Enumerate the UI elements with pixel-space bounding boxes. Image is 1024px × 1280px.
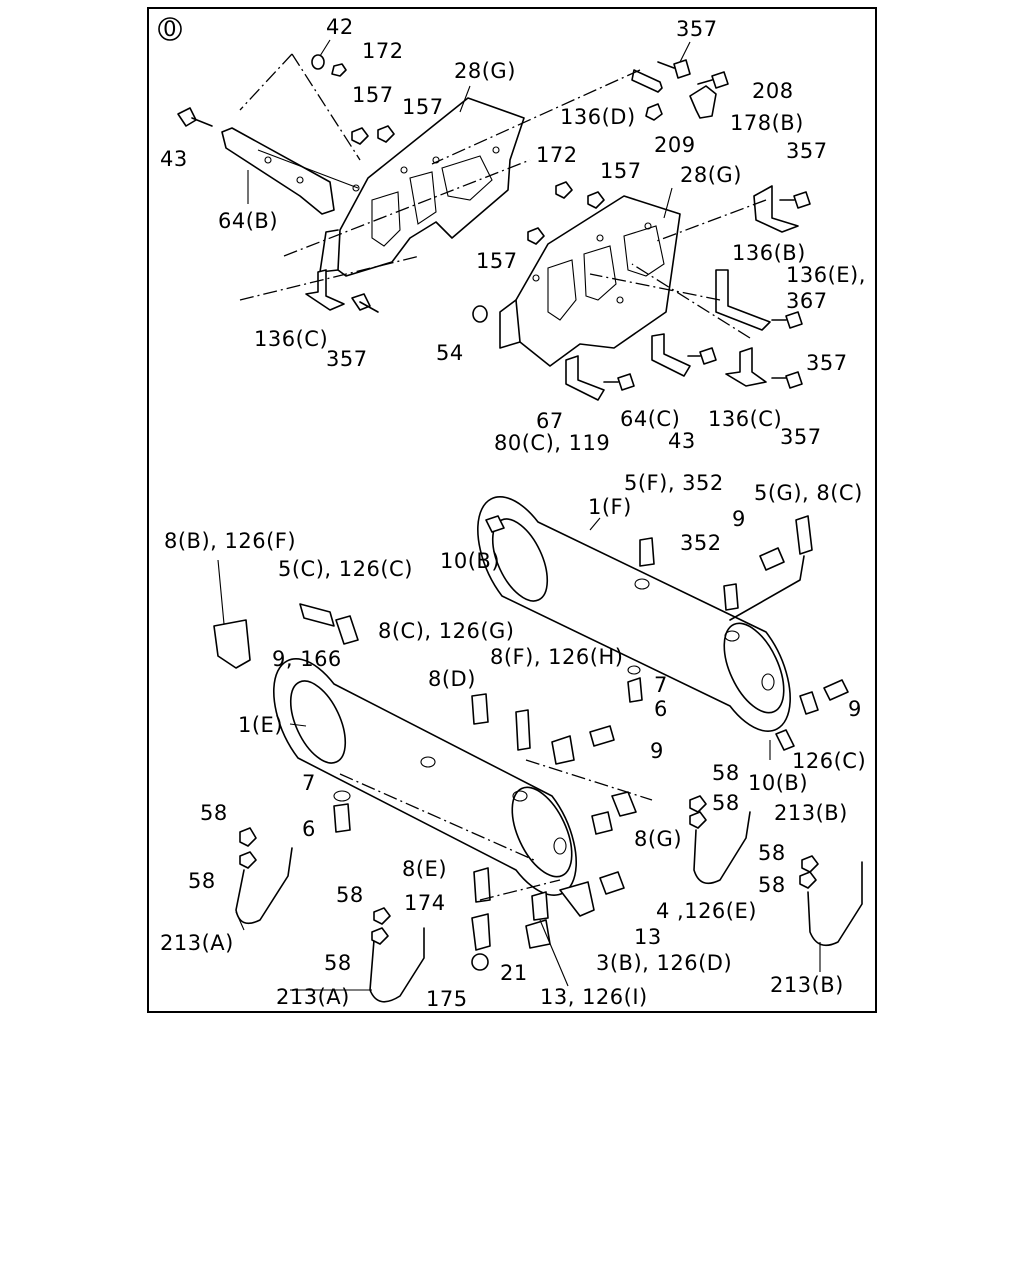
label-175: 175 (426, 987, 468, 1011)
label-54: 54 (436, 341, 464, 365)
fittings-tank-1e (213, 603, 643, 971)
bracket-plate-left (319, 97, 525, 277)
label-178b: 178(B) (730, 111, 804, 135)
part-labels: 42 172 28(G) 157 157 43 64(B) 136(C) 357… (160, 15, 866, 1011)
label-4-126e: 4 ,126(E) (656, 899, 757, 923)
label-208: 208 (752, 79, 794, 103)
label-58: 58 (188, 869, 216, 893)
label-357: 357 (806, 351, 848, 375)
label-157: 157 (352, 83, 394, 107)
label-1e: 1(E) (238, 713, 283, 737)
bracket-plate-right (499, 195, 681, 367)
label-9: 9 (732, 507, 746, 531)
label-21: 21 (500, 961, 528, 985)
label-352: 352 (680, 531, 722, 555)
label-213b: 213(B) (774, 801, 848, 825)
label-357: 357 (676, 17, 718, 41)
label-209: 209 (654, 133, 696, 157)
label-9-166: 9, 166 (272, 647, 342, 671)
label-174: 174 (404, 891, 446, 915)
label-157: 157 (476, 249, 518, 273)
label-3b-126d: 3(B), 126(D) (596, 951, 732, 975)
label-157: 157 (402, 95, 444, 119)
label-367: 367 (786, 289, 828, 313)
label-136c: 136(C) (254, 327, 328, 351)
label-157: 157 (600, 159, 642, 183)
washers-right-plate (472, 181, 605, 323)
label-43: 43 (668, 429, 696, 453)
label-5c-126c: 5(C), 126(C) (278, 557, 413, 581)
label-357: 357 (786, 139, 828, 163)
label-43: 43 (160, 147, 188, 171)
label-213b: 213(B) (770, 973, 844, 997)
label-136e: 136(E), (786, 263, 866, 287)
label-64b: 64(B) (218, 209, 278, 233)
label-8d: 8(D) (428, 667, 476, 691)
label-7: 7 (302, 771, 316, 795)
label-8b-126f: 8(B), 126(F) (164, 529, 296, 553)
label-58: 58 (324, 951, 352, 975)
label-213a: 213(A) (160, 931, 234, 955)
corner-mark: 0 (158, 17, 182, 41)
label-213a: 213(A) (276, 985, 350, 1009)
fittings-tank-1f (485, 515, 849, 751)
label-8e: 8(E) (402, 857, 447, 881)
hardware-top-right (631, 59, 729, 121)
label-136d: 136(D) (560, 105, 636, 129)
arm-64b (221, 127, 359, 215)
label-10b: 10(B) (748, 771, 808, 795)
label-8g: 8(G) (634, 827, 682, 851)
label-13-126i: 13, 126(I) (540, 985, 648, 1009)
bracket-136c-left (305, 269, 379, 313)
label-9: 9 (650, 739, 664, 763)
label-357: 357 (326, 347, 368, 371)
label-58: 58 (336, 883, 364, 907)
label-5f-352: 5(F), 352 (624, 471, 724, 495)
label-126c: 126(C) (792, 749, 866, 773)
label-1f: 1(F) (588, 495, 632, 519)
washers-upper-left (311, 54, 395, 145)
label-136c: 136(C) (708, 407, 782, 431)
label-80c-119: 80(C), 119 (494, 431, 610, 455)
label-28g: 28(G) (680, 163, 742, 187)
air-tank-1f (476, 496, 792, 732)
label-172: 172 (362, 39, 404, 63)
label-64c: 64(C) (620, 407, 680, 431)
bolt-43-left (177, 107, 213, 127)
u-bolts (235, 795, 863, 1003)
label-28g: 28(G) (454, 59, 516, 83)
leader-lines (217, 39, 821, 991)
label-58: 58 (712, 791, 740, 815)
label-9: 9 (848, 697, 862, 721)
label-58: 58 (712, 761, 740, 785)
air-tank-1e (272, 658, 578, 896)
label-13: 13 (634, 925, 662, 949)
label-8c-126g: 8(C), 126(G) (378, 619, 515, 643)
label-357: 357 (780, 425, 822, 449)
svg-text:0: 0 (163, 17, 177, 41)
label-10b: 10(B) (440, 549, 500, 573)
label-7: 7 (654, 673, 668, 697)
label-5g-8c: 5(G), 8(C) (754, 481, 863, 505)
label-172: 172 (536, 143, 578, 167)
label-58: 58 (758, 841, 786, 865)
label-6: 6 (302, 817, 316, 841)
label-136b: 136(B) (732, 241, 806, 265)
diagram-frame (147, 7, 877, 1013)
label-58: 58 (758, 873, 786, 897)
brackets-right (565, 185, 811, 401)
label-42: 42 (326, 15, 354, 39)
label-8f-126h: 8(F), 126(H) (490, 645, 623, 669)
label-67: 67 (536, 409, 564, 433)
label-58: 58 (200, 801, 228, 825)
label-6: 6 (654, 697, 668, 721)
